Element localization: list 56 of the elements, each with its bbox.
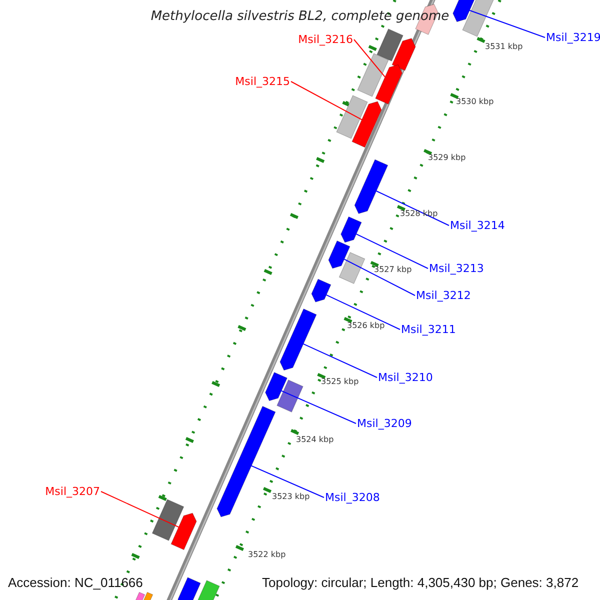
leader-line <box>344 258 416 296</box>
gene-block <box>152 499 184 541</box>
gene-label: Msil_3219 <box>546 32 600 43</box>
gene-block <box>276 380 304 412</box>
gene-block <box>178 577 201 600</box>
leader-line <box>356 234 428 269</box>
gene-block <box>392 38 416 71</box>
position-label: 3526 kbp <box>347 322 385 330</box>
leader-line <box>376 190 450 226</box>
leader-line <box>250 465 324 498</box>
position-label: 3524 kbp <box>296 436 334 444</box>
gene-label: Msil_3211 <box>401 324 456 335</box>
gene-block <box>354 159 388 214</box>
genome-info-text: Topology: circular; Length: 4,305,430 bp; Genes: 3,872 <box>262 576 579 589</box>
gene-block <box>352 101 382 148</box>
position-label: 3530 kbp <box>456 98 494 106</box>
gene-block <box>142 592 154 600</box>
leader-line <box>302 343 378 378</box>
gene-block <box>265 372 288 402</box>
gene-block <box>328 240 350 269</box>
leader-line <box>469 10 546 38</box>
position-label: 3523 kbp <box>272 493 310 501</box>
gene-label: Msil_3210 <box>378 372 433 383</box>
gene-label: Msil_3207 <box>45 486 100 497</box>
leader-line <box>354 39 386 78</box>
gene-label: Msil_3215 <box>235 76 290 87</box>
gene-block <box>452 0 476 22</box>
gene-label: Msil_3212 <box>416 290 471 301</box>
gene-label: Msil_3216 <box>298 34 353 45</box>
gene-block <box>376 28 404 62</box>
gene-label: Msil_3209 <box>357 418 412 429</box>
position-label: 3531 kbp <box>485 43 523 51</box>
position-label: 3525 kbp <box>321 378 359 386</box>
gene-label: Msil_3214 <box>450 220 505 231</box>
position-label: 3529 kbp <box>428 154 466 162</box>
gene-block <box>311 278 332 302</box>
position-label: 3528 kbp <box>400 210 438 218</box>
gene-block <box>134 592 146 600</box>
gene-block <box>338 252 366 284</box>
gene-block <box>375 64 402 105</box>
leader-line <box>326 294 400 330</box>
gene-label: Msil_3208 <box>325 492 380 503</box>
accession-text: Accession: NC_011666 <box>8 576 143 589</box>
map-title: Methylocella silvestris BL2, complete genome <box>150 10 450 23</box>
gene-block <box>280 308 317 371</box>
leader-line <box>280 390 356 424</box>
leader-line <box>100 491 180 528</box>
gene-block <box>170 512 197 550</box>
position-label: 3527 kbp <box>374 266 412 274</box>
gene-block <box>340 216 362 243</box>
position-label: 3522 kbp <box>248 551 286 559</box>
gene-block <box>462 0 494 37</box>
leader-line <box>290 81 362 120</box>
gene-block <box>336 95 368 139</box>
gene-block <box>357 53 389 97</box>
gene-label: Msil_3213 <box>429 263 484 274</box>
